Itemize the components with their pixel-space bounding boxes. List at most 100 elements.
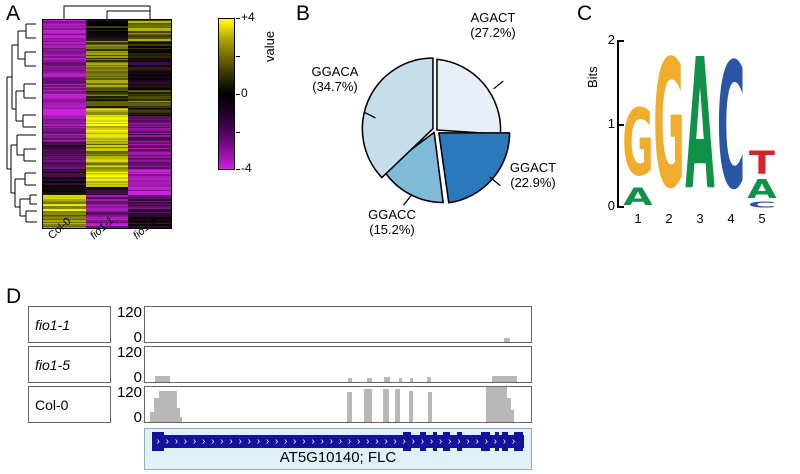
- logo-letter-1-G: G: [623, 100, 653, 186]
- pie-label-ggact: GGACT (22.9%): [483, 160, 583, 190]
- gene-exon: [403, 432, 411, 451]
- coverage-bar: [347, 392, 352, 422]
- coverage-bar: [409, 391, 414, 422]
- panel-d-letter: D: [6, 285, 22, 308]
- track-fio1-5: fio1-5 120 0: [28, 344, 532, 386]
- logo-letter-3-A: A: [685, 44, 715, 208]
- logo-letter-5-A: A: [747, 177, 777, 201]
- gene-model-track[interactable]: ››››››››››››››››››››››››››››››››››››››››…: [144, 428, 532, 470]
- coverage-bar: [510, 410, 514, 422]
- logo-letter-2-G: G: [654, 43, 684, 208]
- pie-label-ggact-name: GGACT: [509, 160, 557, 175]
- track-ymax-fio1-1: 120: [116, 304, 142, 321]
- track-label-fio1-1: fio1-1: [35, 316, 71, 333]
- pie-label-ggaca-pct: (34.7%): [312, 79, 358, 94]
- strand-arrow-icon: ›: [329, 436, 333, 447]
- colorbar-label-mid: 0: [241, 86, 248, 100]
- coverage-bar: [503, 338, 511, 342]
- pie-label-agact: AGACT (27.2%): [438, 10, 548, 40]
- logo-stack-3: A: [685, 44, 715, 208]
- strand-arrow-icon: ›: [247, 436, 251, 447]
- logo-ytick-1: [617, 124, 624, 126]
- track-label-fio1-5: fio1-5: [35, 356, 71, 373]
- logo-ytick-0: [617, 206, 624, 208]
- panel-a-heatmap: A: [0, 0, 290, 265]
- logo-letter-4-C: C: [717, 47, 745, 208]
- track-axis-col0: 120 0: [111, 384, 144, 426]
- gene-exon: [442, 432, 450, 451]
- track-fio1-1: fio1-1 120 0: [28, 304, 532, 346]
- track-ymax-fio1-5: 120: [116, 344, 142, 361]
- strand-arrow-icon: ›: [229, 436, 233, 447]
- strand-arrow-icon: ›: [411, 436, 415, 447]
- colorbar-label-min: -4: [241, 161, 252, 175]
- row-dendrogram: [6, 23, 37, 223]
- colorbar-tick-max: [236, 18, 240, 19]
- logo-stack-5: T A C: [747, 148, 777, 208]
- gene-exon: [432, 432, 438, 451]
- strand-arrow-icon: ›: [192, 436, 197, 447]
- panel-c-sequence-logo: C 2 1 0 Bits G A G A: [575, 0, 800, 265]
- coverage-bar: [486, 387, 508, 422]
- colorbar-label-max: +4: [241, 10, 255, 24]
- gene-exon: [419, 432, 426, 451]
- heatmap-column-fio1-5: [128, 20, 171, 228]
- strand-arrow-icon: ›: [402, 436, 406, 447]
- strand-arrow-icon: ›: [220, 436, 224, 447]
- track-plot-fio1-1: [144, 306, 532, 343]
- colorbar-tick-min: [236, 169, 240, 170]
- track-label-col0: Col-0: [35, 396, 69, 413]
- pie-label-ggacc-pct: (15.2%): [369, 222, 415, 237]
- strand-arrow-icon: ›: [366, 436, 370, 447]
- panel-b-letter: B: [296, 2, 311, 25]
- strand-arrow-icon: ›: [502, 436, 507, 447]
- track-plot-col0: [144, 386, 532, 423]
- gene-exon: [457, 432, 463, 451]
- heatmap-grid: [42, 19, 172, 229]
- strand-arrow-icon: ›: [384, 436, 388, 447]
- pie-leader-lines: [363, 80, 504, 206]
- pie-label-agact-pct: (27.2%): [470, 25, 516, 40]
- pie-slice-ggaca: [361, 57, 434, 179]
- logo-position-5: 5: [758, 211, 766, 226]
- strand-arrow-icon: ›: [375, 436, 379, 447]
- logo-position-4: 4: [727, 211, 735, 226]
- coverage-bar: [154, 376, 171, 382]
- logo-ytick-2: [617, 40, 624, 42]
- coverage-bar: [395, 389, 401, 422]
- strand-arrow-icon: ›: [274, 436, 279, 447]
- heatmap-colorbar: [218, 18, 235, 170]
- track-axis-fio1-1: 120 0: [111, 304, 144, 346]
- strand-arrow-icon: ›: [211, 436, 215, 447]
- pie-label-ggaca-name: GGACA: [311, 64, 359, 79]
- track-axis-fio1-5: 120 0: [111, 344, 144, 386]
- pie-label-agact-name: AGACT: [470, 10, 516, 25]
- coverage-bar: [150, 412, 155, 422]
- strand-arrow-icon: ›: [420, 436, 425, 447]
- pie-label-ggacc-name: GGACC: [368, 207, 416, 222]
- coverage-bar: [382, 389, 389, 422]
- strand-arrow-icon: ›: [302, 436, 306, 447]
- strand-arrow-icon: ›: [320, 436, 324, 447]
- logo-stack-2: G: [654, 43, 684, 208]
- coverage-bar: [506, 398, 511, 422]
- pie-slice-agact: [436, 58, 502, 136]
- coverage-bar: [154, 398, 160, 422]
- track-name-box-fio1-1: fio1-1: [28, 306, 111, 343]
- logo-ylabel-0: 0: [607, 198, 615, 213]
- gene-exon: [513, 432, 524, 451]
- coverage-bar: [347, 378, 352, 382]
- pie-label-ggacc: GGACC (15.2%): [342, 207, 442, 237]
- strand-arrow-icon: ›: [156, 436, 160, 447]
- strand-arrow-icon: ›: [174, 436, 179, 447]
- coverage-bar: [158, 391, 177, 422]
- strand-arrow-icon: ›: [429, 436, 434, 447]
- panel-b-pie: B AGACT (27.2%) GGACT (22.9%) GGAC: [290, 0, 575, 265]
- coverage-bar: [398, 378, 403, 382]
- pie-chart: [358, 52, 513, 207]
- logo-letter-5-C: C: [748, 201, 776, 208]
- strand-arrow-icon: ›: [493, 436, 498, 447]
- track-ymax-col0: 120: [116, 384, 142, 401]
- gene-body: ››››››››››››››››››››››››››››››››››››››››: [152, 432, 524, 451]
- strand-arrow-icon: ›: [165, 436, 169, 447]
